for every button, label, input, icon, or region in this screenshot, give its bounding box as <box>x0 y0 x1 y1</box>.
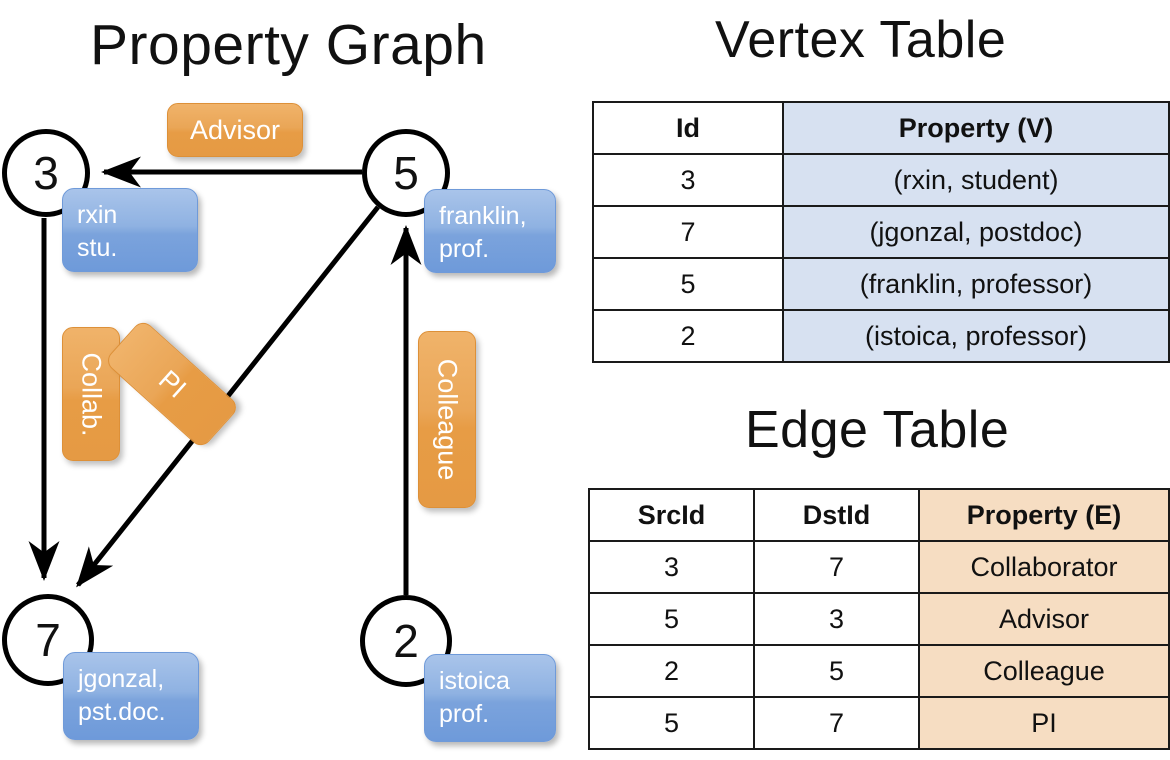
page-title-property-graph: Property Graph <box>90 13 487 77</box>
edge-label-colleague: Colleague <box>418 331 476 508</box>
edge-label-text: Advisor <box>189 114 281 145</box>
vertex-property-bubble-3: rxin stu. <box>62 188 198 272</box>
cell-dstid: 5 <box>753 644 920 698</box>
cell-property: (rxin, student) <box>782 153 1170 207</box>
table-header-row: SrcId DstId Property (E) <box>588 488 1170 542</box>
vertex-property-line-2: pst.doc. <box>78 698 166 726</box>
table-row: 2 (istoica, professor) <box>592 309 1170 363</box>
edge-label-text: Collab. <box>76 351 107 437</box>
column-header-property: Property (E) <box>918 488 1170 542</box>
table-header-row: Id Property (V) <box>592 101 1170 155</box>
cell-dstid: 7 <box>753 540 920 594</box>
cell-srcid: 5 <box>588 592 755 646</box>
cell-property: (jgonzal, postdoc) <box>782 205 1170 259</box>
column-header-id: Id <box>592 101 784 155</box>
table-row: 2 5 Colleague <box>588 644 1170 698</box>
cell-srcid: 3 <box>588 540 755 594</box>
vertex-property-line-2: stu. <box>77 234 118 262</box>
edge-table: SrcId DstId Property (E) 3 7 Collaborato… <box>588 488 1170 750</box>
table-row: 5 (franklin, professor) <box>592 257 1170 311</box>
vertex-property-line-1: istoica <box>439 667 510 695</box>
page-title-vertex-table: Vertex Table <box>715 11 1007 69</box>
cell-srcid: 5 <box>588 696 755 750</box>
cell-property: (istoica, professor) <box>782 309 1170 363</box>
table-row: 5 3 Advisor <box>588 592 1170 646</box>
graph-node-5[interactable]: 5 <box>362 129 450 217</box>
page-title-edge-table: Edge Table <box>745 401 1010 459</box>
property-graph-diagram: 3 5 7 2 rxin stu. franklin, prof. jgonza… <box>2 103 556 742</box>
graph-node-2[interactable]: 2 <box>360 595 452 687</box>
cell-id: 5 <box>592 257 784 311</box>
vertex-property-line-1: jgonzal, <box>78 665 165 693</box>
cell-property: PI <box>918 696 1170 750</box>
vertex-property-line-1: rxin <box>77 201 118 229</box>
cell-id: 7 <box>592 205 784 259</box>
table-row: 3 (rxin, student) <box>592 153 1170 207</box>
table-row: 5 7 PI <box>588 696 1170 750</box>
cell-property: (franklin, professor) <box>782 257 1170 311</box>
cell-id: 3 <box>592 153 784 207</box>
vertex-property-line-1: franklin, <box>439 202 527 230</box>
column-header-dstid: DstId <box>753 488 920 542</box>
column-header-srcid: SrcId <box>588 488 755 542</box>
cell-property: Collaborator <box>918 540 1170 594</box>
vertex-property-bubble-7: jgonzal, pst.doc. <box>63 652 199 740</box>
vertex-property-line-2: prof. <box>439 700 490 728</box>
cell-property: Advisor <box>918 592 1170 646</box>
table-row: 7 (jgonzal, postdoc) <box>592 205 1170 259</box>
table-row: 3 7 Collaborator <box>588 540 1170 594</box>
cell-id: 2 <box>592 309 784 363</box>
column-header-property: Property (V) <box>782 101 1170 155</box>
cell-srcid: 2 <box>588 644 755 698</box>
cell-dstid: 7 <box>753 696 920 750</box>
vertex-property-bubble-5: franklin, prof. <box>424 189 556 273</box>
vertex-property-line-2: prof. <box>439 235 490 263</box>
vertex-table: Id Property (V) 3 (rxin, student) 7 (jgo… <box>592 101 1170 363</box>
edge-label-text: PI <box>152 363 192 404</box>
edge-label-text: Colleague <box>432 358 463 481</box>
vertex-property-bubble-2: istoica prof. <box>424 654 556 742</box>
cell-property: Colleague <box>918 644 1170 698</box>
edge-label-collab: Collab. <box>62 327 120 461</box>
cell-dstid: 3 <box>753 592 920 646</box>
edge-label-advisor: Advisor <box>167 103 303 157</box>
